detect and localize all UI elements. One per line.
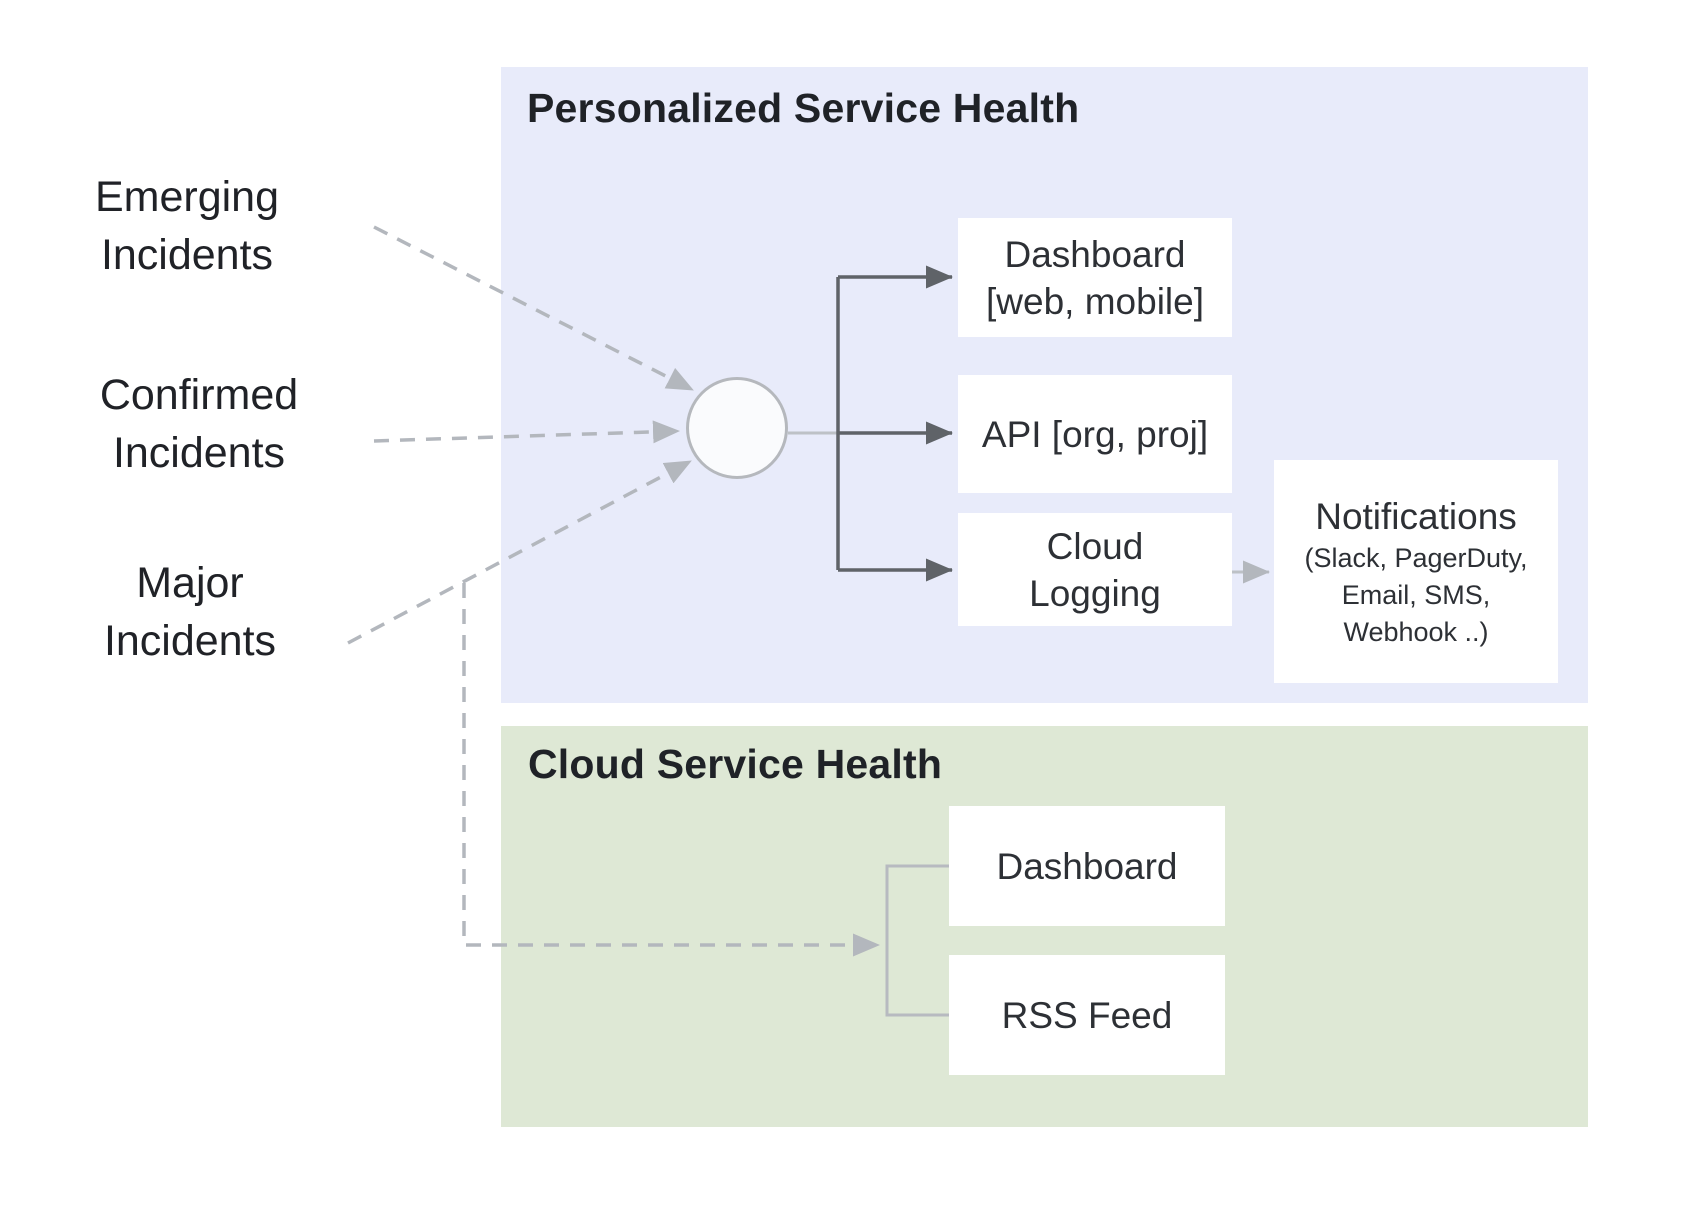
box-cloud-dashboard: Dashboard xyxy=(949,806,1225,926)
label-confirmed-line1: Confirmed xyxy=(99,371,299,419)
cloud-dashboard-label: Dashboard xyxy=(996,845,1178,887)
box-api: API [org, proj] xyxy=(958,375,1232,493)
dashboard-web-line2: [web, mobile] xyxy=(986,280,1204,322)
box-notifications: Notifications (Slack, PagerDuty, Email, … xyxy=(1274,460,1558,683)
notifications-sub2: Email, SMS, xyxy=(1341,579,1491,610)
cloud-panel-title: Cloud Service Health xyxy=(528,741,943,787)
label-emerging-line2: Incidents xyxy=(100,231,274,279)
label-major-line2: Incidents xyxy=(103,617,277,665)
label-emerging-incidents: Emerging Incidents xyxy=(20,168,354,284)
dashboard-web-line1: Dashboard xyxy=(1004,233,1186,275)
notifications-sub1: (Slack, PagerDuty, xyxy=(1304,542,1528,573)
label-confirmed-incidents: Confirmed Incidents xyxy=(32,366,366,482)
box-rss-feed: RSS Feed xyxy=(949,955,1225,1075)
rss-feed-label: RSS Feed xyxy=(1001,994,1173,1036)
cloud-logging-line1: Cloud xyxy=(1046,525,1144,567)
label-major-line1: Major xyxy=(136,559,244,607)
notifications-sub3: Webhook ..) xyxy=(1343,616,1489,647)
label-confirmed-line2: Incidents xyxy=(112,429,286,477)
label-major-incidents: Major Incidents xyxy=(23,554,357,670)
personalized-panel-title: Personalized Service Health xyxy=(527,85,1080,131)
aggregator-node-circle xyxy=(686,377,788,479)
api-label: API [org, proj] xyxy=(981,413,1209,455)
label-emerging-line1: Emerging xyxy=(94,173,280,221)
notifications-title: Notifications xyxy=(1315,495,1517,537)
cloud-logging-line2: Logging xyxy=(1029,572,1161,614)
box-cloud-logging: Cloud Logging xyxy=(958,513,1232,626)
box-dashboard-web-mobile: Dashboard [web, mobile] xyxy=(958,218,1232,337)
